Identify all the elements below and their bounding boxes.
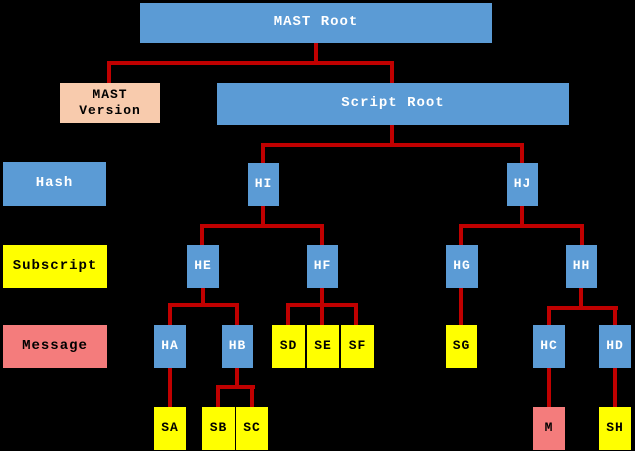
node-sf: SF (341, 325, 374, 368)
connector-line (613, 308, 617, 325)
node-hb: HB (222, 325, 253, 368)
connector-line (579, 288, 583, 310)
connector-line (547, 306, 618, 310)
node-se: SE (307, 325, 339, 368)
node-ha: HA (154, 325, 186, 368)
connector-line (261, 145, 265, 163)
connector-line (261, 143, 524, 147)
connector-line (547, 308, 551, 325)
connector-line (459, 226, 463, 245)
connector-line (168, 305, 172, 325)
connector-line (168, 303, 239, 307)
connector-line (107, 63, 111, 83)
node-mast-root: MAST Root (140, 3, 492, 43)
connector-line (286, 303, 358, 307)
connector-line (320, 226, 324, 245)
legend-subscript: Subscript (3, 245, 107, 288)
connector-line (613, 368, 617, 407)
connector-line (390, 63, 394, 83)
connector-line (314, 43, 318, 65)
node-sd: SD (272, 325, 305, 368)
node-sg: SG (446, 325, 477, 368)
connector-line (235, 305, 239, 325)
connector-line (250, 387, 254, 407)
connector-line (200, 224, 324, 228)
node-mast-version: MAST Version (60, 83, 160, 123)
node-hi: HI (248, 163, 279, 206)
connector-line (200, 226, 204, 245)
connector-line (459, 224, 584, 228)
connector-line (168, 368, 172, 407)
legend-hash: Hash (3, 162, 106, 206)
node-hc: HC (533, 325, 565, 368)
connector-line (201, 288, 205, 307)
connector-line (354, 305, 358, 325)
connector-line (547, 368, 551, 407)
connector-line (261, 206, 265, 228)
connector-line (286, 305, 290, 325)
node-hg: HG (446, 245, 478, 288)
connector-line (520, 206, 524, 228)
node-sb: SB (202, 407, 235, 450)
connector-line (520, 145, 524, 163)
connector-line (216, 387, 220, 407)
connector-line (235, 368, 239, 387)
connector-line (107, 61, 394, 65)
node-script-root: Script Root (217, 83, 569, 125)
node-hf: HF (307, 245, 338, 288)
connector-line (216, 385, 255, 389)
node-sa: SA (154, 407, 186, 450)
connector-line (580, 226, 584, 245)
node-hj: HJ (507, 163, 538, 206)
node-sh: SH (599, 407, 631, 450)
node-sc: SC (236, 407, 268, 450)
node-he: HE (187, 245, 219, 288)
connector-line (459, 288, 463, 325)
node-hh: HH (566, 245, 597, 288)
node-m: M (533, 407, 565, 450)
node-hd: HD (599, 325, 631, 368)
connector-line (390, 125, 394, 147)
legend-message: Message (3, 325, 107, 368)
